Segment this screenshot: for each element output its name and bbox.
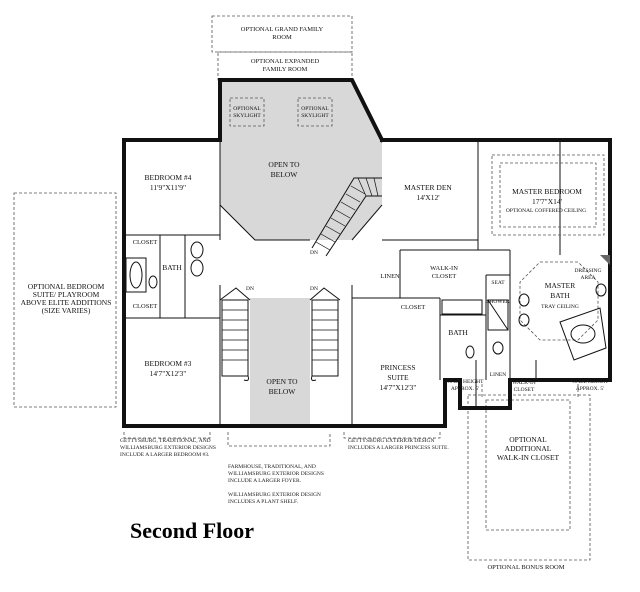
left-bath-fixtures — [125, 241, 204, 293]
optional-bedroom-suite-outline — [13, 192, 117, 408]
linen-lower-label: LINEN — [490, 372, 507, 378]
coffered-ceiling-inner — [499, 162, 597, 228]
open-below-railing-right — [351, 204, 383, 241]
shower-label: SHOWER — [486, 299, 510, 305]
closet-princess-label: CLOSET — [401, 304, 426, 311]
optional-bonus-room-label: OPTIONAL BONUS ROOM — [487, 564, 564, 571]
tray-ceiling — [519, 261, 599, 341]
floor-title: Second Floor — [130, 518, 254, 543]
interior-walls — [124, 140, 561, 426]
closet-bedroom-4-label: CLOSET — [133, 239, 158, 246]
master-tub-basin — [570, 324, 596, 344]
closet-bedroom-3-label: CLOSET — [133, 303, 158, 310]
dressing-corner — [600, 255, 610, 265]
optional-walkin-closet-outline — [485, 399, 571, 531]
optional-grand-family-room-outline — [211, 15, 353, 53]
dn-left-label: DN — [246, 286, 254, 292]
master-bath-vanity — [518, 283, 607, 327]
stair-top — [311, 177, 382, 257]
open-below-railing — [219, 204, 310, 241]
note-bracket-princess — [343, 432, 441, 439]
princess-bath-fixtures — [441, 299, 509, 359]
open-to-below-top-area — [220, 80, 382, 240]
seat-label: SEAT — [491, 280, 505, 286]
tray-ceiling-label: TRAY CEILING — [541, 304, 579, 310]
skylight-left-outline — [229, 97, 265, 127]
open-to-below-bottom-area — [250, 298, 310, 426]
linen-upper-label: LINEN — [380, 273, 400, 280]
coffered-ceiling-label: OPTIONAL COFFERED CEILING — [506, 208, 586, 214]
note-bracket-bedroom — [123, 432, 211, 439]
stair-bottom — [219, 287, 341, 381]
dn-top-label: DN — [310, 250, 318, 256]
note-bracket-foyer — [227, 432, 331, 447]
bath-princess-label: BATH — [448, 328, 468, 337]
bath-left-label: BATH — [162, 263, 182, 272]
dn-right-label: DN — [310, 286, 318, 292]
skylight-right-outline — [297, 97, 333, 127]
optional-bonus-room-outline — [467, 394, 591, 561]
master-tub — [559, 307, 607, 361]
optional-expanded-family-room-outline — [217, 51, 353, 81]
coffered-ceiling-outer — [491, 154, 605, 236]
